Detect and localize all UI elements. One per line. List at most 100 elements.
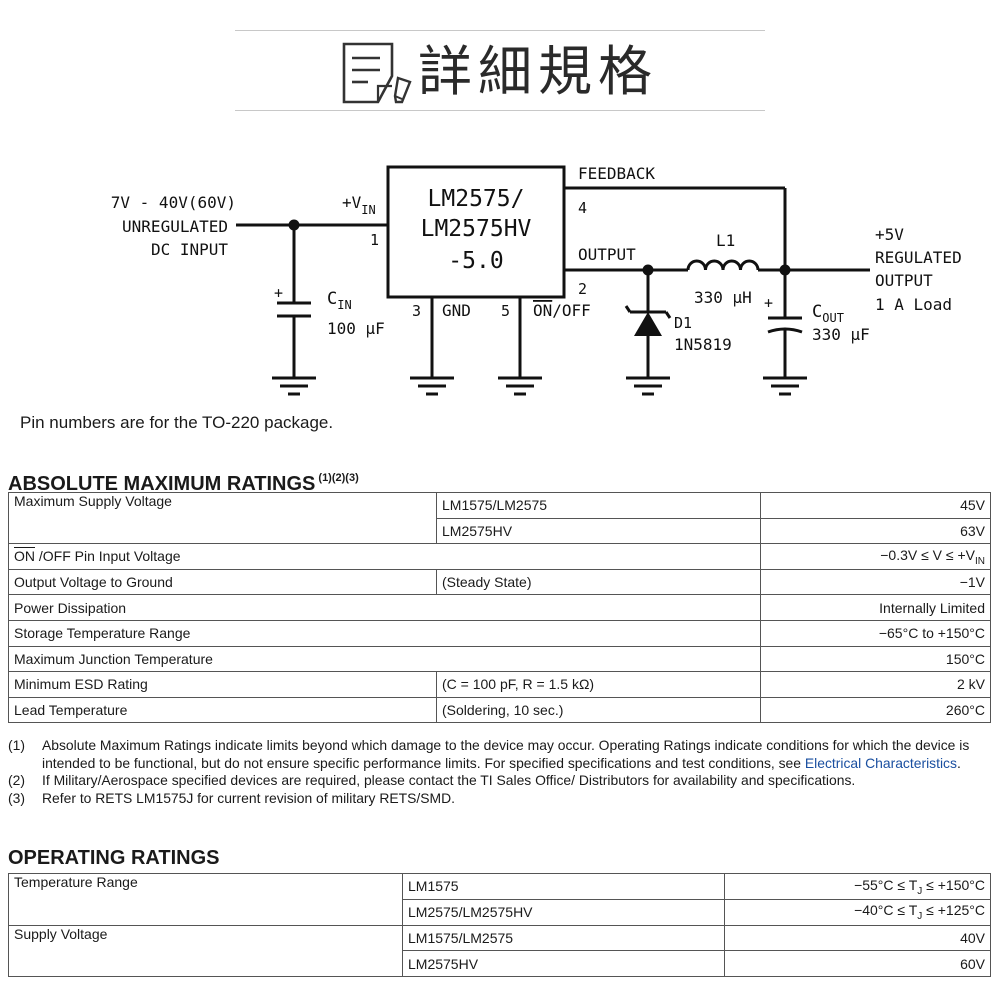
ic-name-line1: LM2575/ xyxy=(428,186,525,212)
cond-cell: LM1575/LM2575 xyxy=(436,492,761,519)
abs-max-table: Maximum Supply Voltage LM1575/LM2575 45V… xyxy=(8,491,991,724)
table-row: Maximum Supply Voltage LM1575/LM2575 45V xyxy=(8,491,991,545)
header-top-rule xyxy=(235,30,765,31)
output-line3: OUTPUT xyxy=(875,271,933,290)
value-cell: 40V xyxy=(724,924,991,952)
header-bottom-rule xyxy=(235,110,765,111)
cout-label: COUT xyxy=(812,302,844,325)
pin-3-label: 3 xyxy=(412,302,421,320)
table-row: Output Voltage to Ground (Steady State) … xyxy=(8,568,991,596)
param-cell: ON /OFF Pin Input Voltage xyxy=(8,543,761,570)
value-cell: −40°C ≤ TJ ≤ +125°C xyxy=(724,898,991,926)
pin-2-label: 2 xyxy=(578,280,587,298)
table-row: Maximum Junction Temperature 150°C xyxy=(8,645,991,673)
footnote-2: (2)If Military/Aerospace specified devic… xyxy=(8,772,856,788)
param-cell: Power Dissipation xyxy=(8,594,761,621)
param-cell: Maximum Junction Temperature xyxy=(8,645,761,673)
cond-cell: (Soldering, 10 sec.) xyxy=(436,696,761,724)
value-cell: 2 kV xyxy=(760,671,991,698)
value-cell: 150°C xyxy=(760,645,991,673)
input-voltage-label: 7V - 40V(60V) xyxy=(111,193,236,212)
table-row: LM2575HV 63V xyxy=(9,517,991,545)
document-edit-icon xyxy=(342,42,412,104)
cin-label: CIN xyxy=(327,289,352,312)
ground-symbol-cout xyxy=(763,376,807,396)
junction-dot xyxy=(288,219,300,231)
table-row: ON /OFF Pin Input Voltage −0.3V ≤ V ≤ +V… xyxy=(8,543,991,570)
op-ratings-table: Temperature Range LM1575 −55°C ≤ TJ ≤ +1… xyxy=(8,873,991,978)
value-cell: 45V xyxy=(760,492,991,519)
vin-label: +VIN xyxy=(342,193,376,217)
value-cell: 63V xyxy=(760,517,991,545)
cout-value: 330 μF xyxy=(812,325,870,344)
cin-plus-label: + xyxy=(274,284,283,302)
value-cell: −55°C ≤ TJ ≤ +150°C xyxy=(724,873,991,900)
table-row: Minimum ESD Rating (C = 100 pF, R = 1.5 … xyxy=(8,671,991,698)
value-cell: −1V xyxy=(760,568,991,596)
abs-max-refs: (1)(2)(3) xyxy=(318,472,359,484)
cond-cell: (C = 100 pF, R = 1.5 kΩ) xyxy=(436,671,761,698)
d1-part: 1N5819 xyxy=(674,335,732,354)
param-cell: Lead Temperature xyxy=(8,696,437,724)
footnotes: (1)Absolute Maximum Ratings indicate lim… xyxy=(8,737,983,807)
electrical-characteristics-link[interactable]: Electrical Characteristics xyxy=(804,754,957,771)
input-label-line1: UNREGULATED xyxy=(122,217,228,236)
op-ratings-title: OPERATING RATINGS xyxy=(8,847,220,869)
input-label-line2: DC INPUT xyxy=(151,240,228,259)
footnote-1: (1)Absolute Maximum Ratings indicate lim… xyxy=(8,737,970,771)
output-line2: REGULATED xyxy=(875,248,962,267)
d1-label: D1 xyxy=(674,314,692,332)
param-cell: Supply Voltage xyxy=(8,924,403,978)
param-cell: Storage Temperature Range xyxy=(8,619,761,647)
l1-value: 330 μH xyxy=(694,288,752,307)
table-row: LM2575HV 60V xyxy=(9,950,991,978)
ground-symbol-diode xyxy=(626,376,670,396)
output-line1: +5V xyxy=(875,225,904,244)
param-cell: Minimum ESD Rating xyxy=(8,671,437,698)
output-pin-label: OUTPUT xyxy=(578,245,636,264)
onoff-label: ON/OFF xyxy=(533,301,591,320)
table-row: LM2575/LM2575HV −40°C ≤ TJ ≤ +125°C xyxy=(9,898,991,926)
param-cell: Maximum Supply Voltage xyxy=(8,491,437,545)
param-cell: Temperature Range xyxy=(8,873,403,926)
cond-cell: LM1575/LM2575 xyxy=(402,924,725,952)
ground-symbol-cin xyxy=(272,376,316,396)
junction-dot xyxy=(779,264,791,276)
ground-symbol-onoff xyxy=(498,376,542,396)
cin-value: 100 μF xyxy=(327,319,385,338)
value-cell: −0.3V ≤ V ≤ +VIN xyxy=(760,543,991,570)
junction-dot xyxy=(642,264,654,276)
table-row: Power Dissipation Internally Limited xyxy=(8,594,991,621)
table-row: Temperature Range LM1575 −55°C ≤ TJ ≤ +1… xyxy=(8,873,991,926)
diode-d1 xyxy=(634,312,662,336)
pin-4-label: 4 xyxy=(578,199,587,217)
value-cell: 260°C xyxy=(760,696,991,724)
value-cell: −65°C to +150°C xyxy=(760,619,991,647)
ic-box xyxy=(386,165,566,299)
cond-cell: LM2575HV xyxy=(402,950,725,978)
abs-max-title: ABSOLUTE MAXIMUM RATINGS(1)(2)(3) xyxy=(8,472,359,495)
pin-5-label: 5 xyxy=(501,302,510,320)
cond-cell: LM1575 xyxy=(402,873,725,900)
circuit-schematic: 7V - 40V(60V) UNREGULATED DC INPUT +VIN … xyxy=(111,164,962,396)
gnd-label: GND xyxy=(442,301,471,320)
param-cell: Output Voltage to Ground xyxy=(8,568,437,596)
cond-cell: LM2575HV xyxy=(436,517,761,545)
output-line4: 1 A Load xyxy=(875,295,952,314)
table-row: Storage Temperature Range −65°C to +150°… xyxy=(8,619,991,647)
schematic-note: Pin numbers are for the TO-220 package. xyxy=(20,413,334,432)
page-title: 詳細規格 xyxy=(418,40,658,103)
ground-symbol-gnd xyxy=(410,376,454,396)
ic-name-line2: LM2575HV xyxy=(421,216,532,242)
cond-cell: (Steady State) xyxy=(436,568,761,596)
ic-name-line3: -5.0 xyxy=(448,248,503,274)
cout-plus-label: + xyxy=(764,294,773,312)
feedback-label: FEEDBACK xyxy=(578,164,655,183)
table-row: Lead Temperature (Soldering, 10 sec.) 26… xyxy=(8,696,991,724)
value-cell: 60V xyxy=(724,950,991,978)
cond-cell: LM2575/LM2575HV xyxy=(402,898,725,926)
l1-label: L1 xyxy=(716,231,735,250)
table-row: Supply Voltage LM1575/LM2575 40V xyxy=(8,924,991,978)
inductor-l1 xyxy=(686,259,760,271)
value-cell: Internally Limited xyxy=(760,594,991,621)
